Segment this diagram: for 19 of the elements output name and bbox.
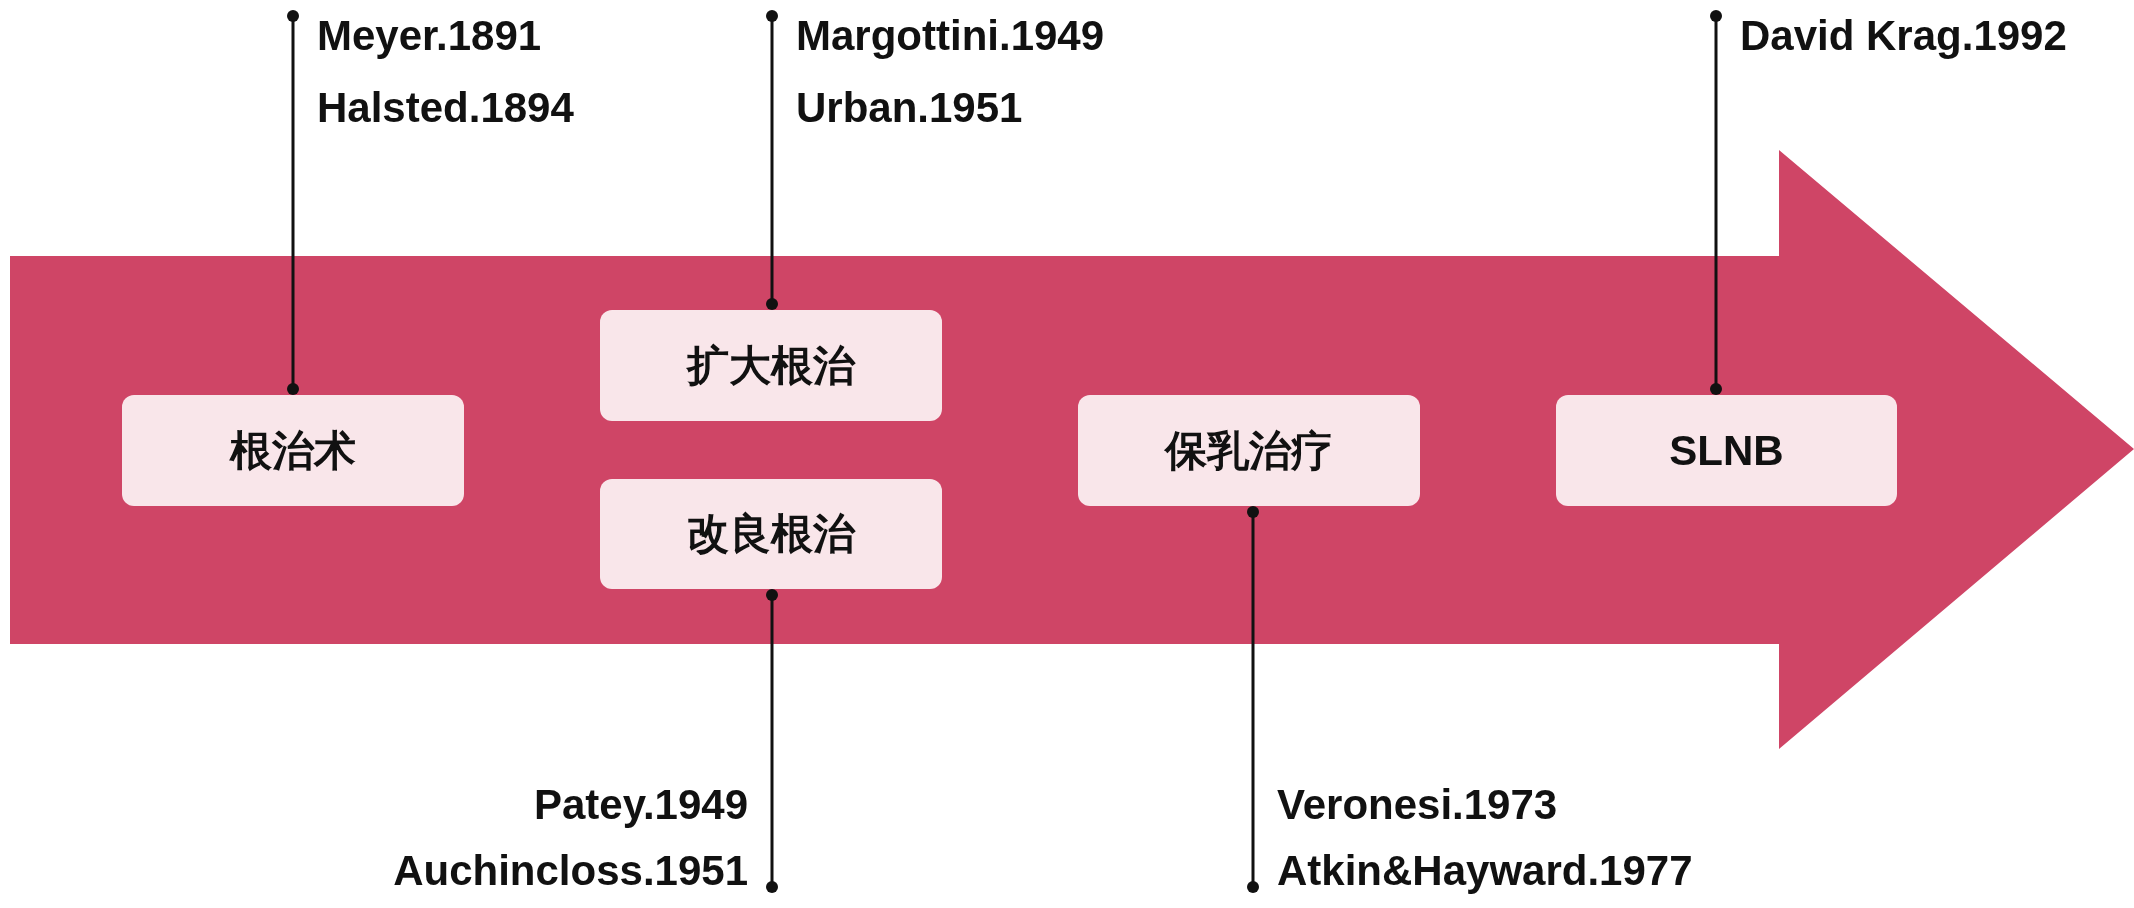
leader-line [766, 10, 778, 310]
stage-box: 改良根治 [600, 479, 942, 589]
author-year-label: Auchincloss.1951 [392, 846, 748, 896]
author-year-label: Margottini.1949 [796, 11, 1106, 61]
leader-line [1710, 10, 1722, 395]
author-year-label: Meyer.1891 [317, 11, 543, 61]
stage-box: SLNB [1556, 395, 1897, 506]
leader-line [766, 589, 778, 893]
author-year-label: Atkin&Hayward.1977 [1277, 846, 1694, 896]
stage-box: 扩大根治 [600, 310, 942, 421]
leader-line [1247, 506, 1259, 893]
stage-box: 根治术 [122, 395, 464, 506]
author-year-label: Urban.1951 [796, 83, 1024, 133]
author-year-label: Veronesi.1973 [1277, 780, 1559, 830]
author-year-label: Halsted.1894 [317, 83, 575, 133]
author-year-label: David Krag.1992 [1740, 11, 2068, 61]
author-year-label: Patey.1949 [532, 780, 748, 830]
stage-box: 保乳治疗 [1078, 395, 1420, 506]
leader-line [287, 10, 299, 395]
